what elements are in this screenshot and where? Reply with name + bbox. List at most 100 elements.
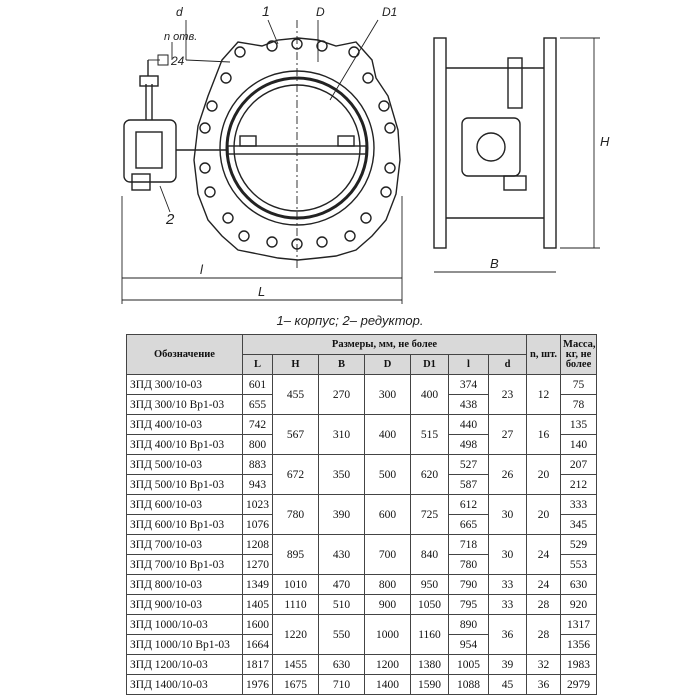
cell-D1: 620 <box>410 454 449 495</box>
cell-n: 12 <box>526 374 562 415</box>
label-d: d <box>176 5 183 19</box>
cell-mass: 1317 <box>560 614 598 635</box>
figure-caption: 1– корпус; 2– редуктор. <box>276 313 424 328</box>
cell-L: 1349 <box>242 574 273 595</box>
side-flange-left <box>433 37 447 249</box>
header-dimensions: Размеры, мм, не более <box>241 334 528 355</box>
cell-mass: 212 <box>560 474 598 495</box>
cell-l: 890 <box>448 614 489 635</box>
cell-B: 390 <box>318 494 365 535</box>
cell-designation: ЗПД 300/10 Вр1-03 <box>126 394 243 415</box>
label-1: 1 <box>262 3 270 19</box>
side-reducer <box>461 117 521 177</box>
cell-l: 790 <box>448 574 489 595</box>
cell-d: 45 <box>487 674 528 695</box>
label-l: l <box>200 262 204 277</box>
cell-designation: ЗПД 700/10-03 <box>126 534 243 555</box>
label-D1: D1 <box>382 5 397 19</box>
cell-L: 1023 <box>242 494 273 515</box>
cell-mass: 529 <box>560 534 598 555</box>
cell-l: 954 <box>448 634 489 655</box>
cell-B: 350 <box>318 454 365 495</box>
cell-l: 780 <box>448 554 489 575</box>
cell-n: 20 <box>526 494 562 535</box>
side-view <box>433 37 600 273</box>
cell-l: 718 <box>448 534 489 555</box>
cell-designation: ЗПД 1000/10-03 <box>126 614 243 635</box>
side-flange-right <box>543 37 557 249</box>
cell-n: 20 <box>526 454 562 495</box>
cell-d: 39 <box>487 654 528 675</box>
cell-mass: 1356 <box>560 634 598 655</box>
cell-mass: 207 <box>560 454 598 475</box>
cell-L: 1600 <box>242 614 273 635</box>
cell-D: 1000 <box>364 614 411 655</box>
cell-designation: ЗПД 600/10 Вр1-03 <box>126 514 243 535</box>
cell-mass: 135 <box>560 414 598 435</box>
cell-l: 665 <box>448 514 489 535</box>
cell-d: 27 <box>487 414 528 455</box>
flange-outline <box>193 37 401 261</box>
cell-D: 900 <box>364 594 411 615</box>
cell-designation: ЗПД 500/10-03 <box>126 454 243 475</box>
cell-H: 567 <box>272 414 319 455</box>
cell-designation: ЗПД 500/10 Вр1-03 <box>126 474 243 495</box>
cell-D: 300 <box>364 374 411 415</box>
cell-designation: ЗПД 300/10-03 <box>126 374 243 395</box>
label-D: D <box>316 5 325 19</box>
cell-mass: 2979 <box>560 674 598 695</box>
cell-L: 1405 <box>242 594 273 615</box>
cell-L: 943 <box>242 474 273 495</box>
cell-d: 23 <box>487 374 528 415</box>
cell-D1: 1160 <box>410 614 449 655</box>
cell-L: 800 <box>242 434 273 455</box>
cell-n: 24 <box>526 574 562 595</box>
cell-D: 600 <box>364 494 411 535</box>
cell-D1: 400 <box>410 374 449 415</box>
cell-l: 587 <box>448 474 489 495</box>
cell-mass: 920 <box>560 594 598 615</box>
header-l: l <box>448 354 489 375</box>
cell-d: 36 <box>487 614 528 655</box>
cell-H: 672 <box>272 454 319 495</box>
cell-B: 430 <box>318 534 365 575</box>
cell-L: 1208 <box>242 534 273 555</box>
cell-D: 1200 <box>364 654 411 675</box>
header-L: L <box>242 354 273 375</box>
cell-designation: ЗПД 800/10-03 <box>126 574 243 595</box>
header-d: d <box>487 354 528 375</box>
cell-l: 1088 <box>448 674 489 695</box>
cell-D1: 1590 <box>410 674 449 695</box>
cell-mass: 78 <box>560 394 598 415</box>
cell-l: 498 <box>448 434 489 455</box>
cell-d: 30 <box>487 534 528 575</box>
reducer <box>123 60 177 191</box>
cell-H: 1010 <box>272 574 319 595</box>
cell-mass: 75 <box>560 374 598 395</box>
cell-designation: ЗПД 1200/10-03 <box>126 654 243 675</box>
cell-H: 455 <box>272 374 319 415</box>
cell-designation: ЗПД 700/10 Вр1-03 <box>126 554 243 575</box>
dimension-lines <box>121 19 403 304</box>
cell-H: 780 <box>272 494 319 535</box>
cell-L: 1664 <box>242 634 273 655</box>
cell-H: 1220 <box>272 614 319 655</box>
label-n-otv: n отв. <box>164 31 197 43</box>
cell-D1: 1050 <box>410 594 449 615</box>
cell-L: 883 <box>242 454 273 475</box>
cell-D1: 950 <box>410 574 449 595</box>
cell-mass: 140 <box>560 434 598 455</box>
disc-lug-left <box>239 135 257 147</box>
cell-n: 28 <box>526 614 562 655</box>
cell-D: 1400 <box>364 674 411 695</box>
cell-B: 310 <box>318 414 365 455</box>
front-view <box>121 19 403 304</box>
cell-L: 1976 <box>242 674 273 695</box>
disc-lug-right <box>337 135 355 147</box>
